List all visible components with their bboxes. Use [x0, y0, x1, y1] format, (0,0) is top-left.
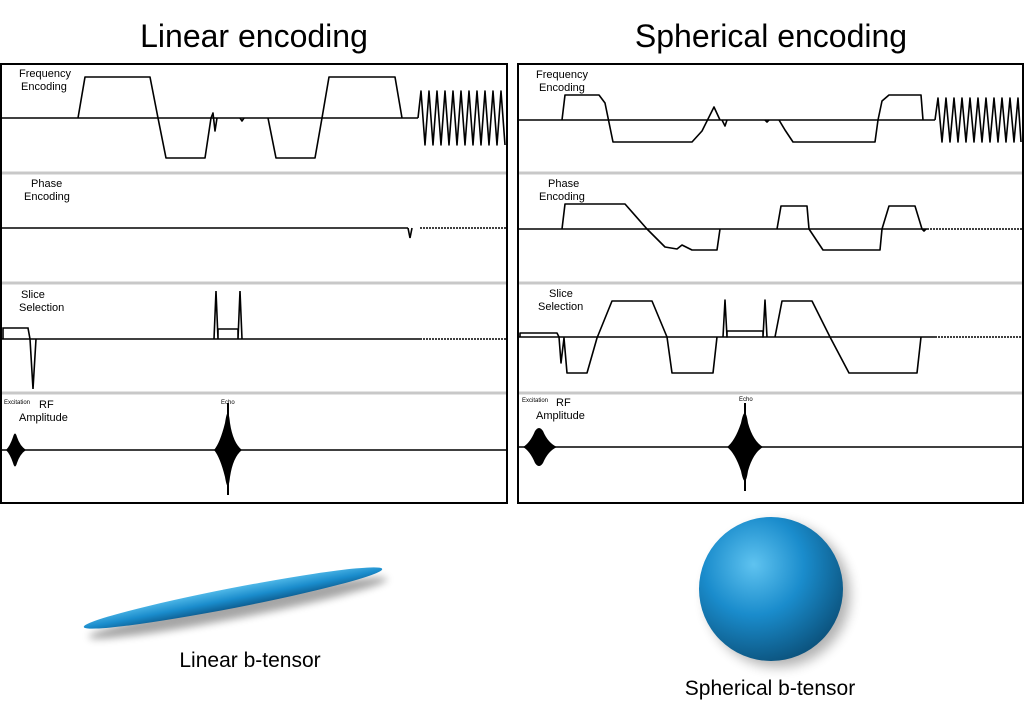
row-labels: Frequency Encoding Phase Encoding Slice … — [522, 69, 753, 422]
spherical-sequence-diagram: Frequency Encoding Phase Encoding Slice … — [517, 63, 1024, 504]
phase-label: Phase — [31, 178, 62, 190]
slice-selection-waveform — [2, 290, 506, 390]
phase-encoding-waveform — [2, 227, 506, 239]
excitation-pulse — [523, 428, 557, 466]
rf-amplitude-waveform — [519, 403, 1022, 491]
spherical-tensor-sphere — [699, 517, 850, 667]
rf-amplitude-waveform — [2, 403, 506, 495]
slice-label: Slice — [549, 288, 573, 300]
row-labels: Frequency Encoding Phase Encoding Slice … — [4, 68, 235, 424]
slice-selection-waveform — [519, 299, 1022, 374]
linear-encoding-title: Linear encoding — [140, 18, 368, 54]
row-separators — [2, 171, 506, 395]
readout-oscillation — [934, 97, 1022, 143]
selection-label: Selection — [19, 302, 64, 314]
excitation-label: Excitation — [4, 400, 30, 406]
excitation-label: Excitation — [522, 398, 548, 404]
encoding-label: Encoding — [21, 81, 67, 93]
linear-sequence-diagram: Frequency Encoding Phase Encoding Slice … — [0, 63, 508, 504]
frequency-encoding-waveform — [2, 76, 506, 159]
phase-label: Phase — [548, 178, 579, 190]
spherical-tensor-caption: Spherical b-tensor — [684, 677, 856, 700]
rf-label: RF — [39, 399, 54, 411]
frequency-label: Frequency — [536, 69, 588, 81]
frequency-label: Frequency — [19, 68, 71, 80]
readout-oscillation — [417, 90, 506, 146]
encoding-label: Encoding — [539, 191, 585, 203]
frequency-encoding-waveform — [519, 94, 1022, 143]
phase-encoding-waveform — [519, 203, 1022, 251]
encoding-label: Encoding — [539, 82, 585, 94]
encoding-label: Encoding — [24, 191, 70, 203]
amplitude-label: Amplitude — [19, 412, 68, 424]
slice-label: Slice — [21, 289, 45, 301]
selection-label: Selection — [538, 301, 583, 313]
spherical-encoding-title: Spherical encoding — [634, 18, 908, 54]
row-separators — [519, 171, 1022, 395]
excitation-pulse — [6, 433, 26, 467]
amplitude-label: Amplitude — [536, 410, 585, 422]
echo-label: Echo — [739, 397, 753, 403]
rf-label: RF — [556, 397, 571, 409]
linear-tensor-ellipsoid — [83, 567, 388, 639]
linear-tensor-caption: Linear b-tensor — [179, 649, 321, 672]
